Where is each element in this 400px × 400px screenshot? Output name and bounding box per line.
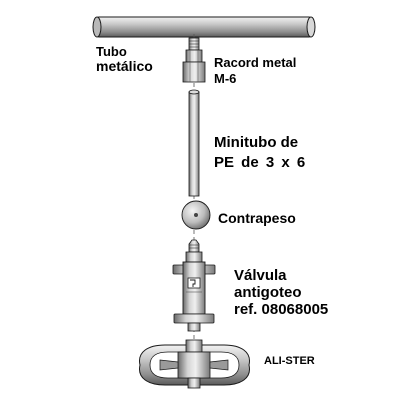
- label-metal-fitting-line1: Racord metal: [214, 55, 297, 70]
- label-minitube-line1: Minitubo de: [214, 134, 299, 151]
- ali-ster-sprinkler: [139, 339, 250, 389]
- label-valve-line2: antigoteo: [234, 284, 302, 301]
- label-counterweight: Contrapeso: [218, 210, 296, 226]
- label-valve-line3: ref. 08068005: [234, 301, 329, 318]
- label-valve-line1: Válvula: [234, 267, 287, 284]
- label-minitube-line2: PE de 3 x 6: [214, 154, 306, 171]
- counterweight-ball: [181, 200, 211, 230]
- label-metal-pipe-line2: metálico: [96, 58, 153, 74]
- pe-minitube: [188, 89, 200, 197]
- metal-fitting: [182, 37, 206, 83]
- label-ali-ster: ALI-STER: [264, 355, 315, 367]
- anti-drip-valve: [172, 239, 216, 332]
- label-metal-pipe-line1: Tubo: [96, 44, 127, 59]
- metal-pipe: [92, 16, 316, 38]
- label-metal-fitting-line2: M-6: [214, 71, 237, 86]
